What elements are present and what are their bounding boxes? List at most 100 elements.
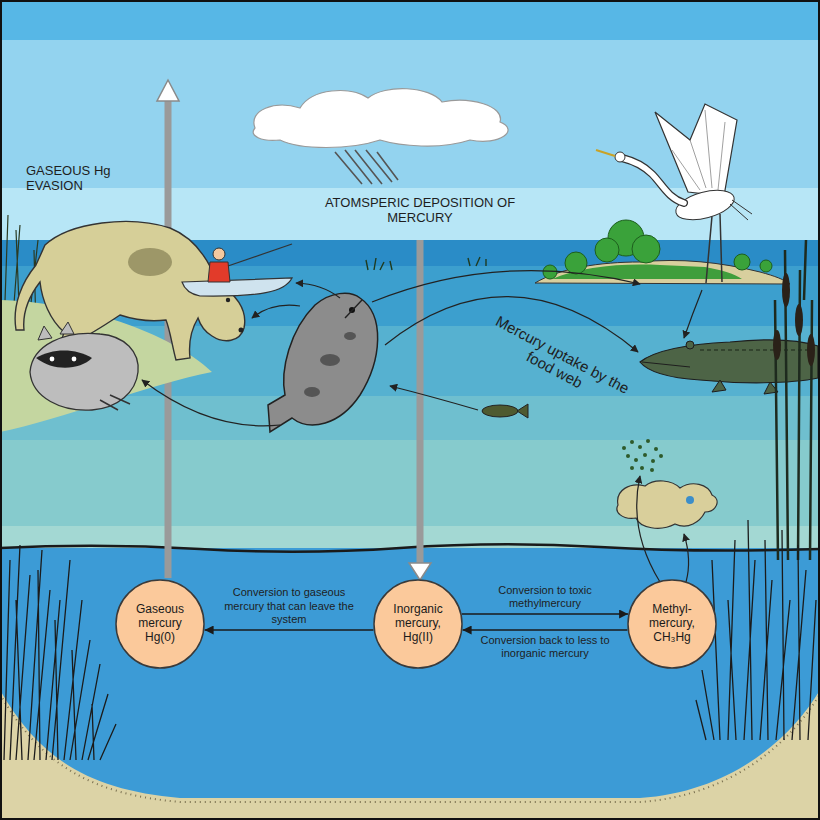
sediment-clump [617, 481, 717, 528]
heron-tail [730, 200, 752, 220]
heron-neck-outline [622, 158, 684, 203]
algae-dot [630, 440, 634, 444]
sediment-blob [617, 481, 717, 528]
deposition-arrow-shaft [417, 240, 424, 564]
bass-spot [304, 387, 320, 397]
mercury-form-circle: Methyl- mercury, CH₃Hg [627, 579, 717, 669]
food-web-arrow [252, 305, 300, 318]
sand [0, 690, 820, 820]
conversion-arrow [205, 629, 374, 630]
bass-mouth [345, 300, 362, 318]
left-reeds [4, 545, 116, 760]
panther-nose [239, 328, 244, 333]
minnow [482, 404, 528, 418]
alligator-scutes [700, 349, 812, 351]
cattails [773, 240, 815, 560]
fishing-rod [228, 244, 292, 266]
bass [268, 293, 378, 432]
raccoon-mask [36, 351, 92, 368]
heron-legs [706, 214, 722, 283]
circle-text-block: Methyl- mercury, CH₃Hg [639, 603, 705, 644]
alligator-mouth [642, 362, 690, 367]
minnow-tail [517, 404, 528, 418]
conversion-arrow [463, 629, 628, 630]
raccoon-eye [50, 357, 55, 362]
raccoon-eye [72, 357, 77, 362]
food-web-arrow [296, 283, 340, 298]
panther-shading [128, 248, 172, 276]
fisherman-shirt [208, 262, 230, 282]
algae-dot [651, 459, 655, 463]
evasion-arrow-shaft [165, 100, 172, 578]
sky [0, 0, 820, 240]
heron-beak [596, 150, 615, 156]
heron [596, 104, 752, 283]
reeds [4, 215, 816, 760]
minnow-body [482, 405, 518, 417]
boat [182, 278, 292, 296]
algae-dot [640, 466, 644, 470]
algae-dot [634, 458, 638, 462]
algae-dot [646, 439, 650, 443]
bush [734, 254, 750, 270]
alligator-eye [686, 341, 694, 349]
circle-fill [628, 580, 716, 668]
bass-spot [320, 354, 340, 366]
algae-dot [622, 446, 626, 450]
conversion-label: Conversion to toxic methylmercury [465, 584, 625, 610]
circle-fill [116, 580, 204, 668]
circle-text-block: Inorganic mercury, Hg(II) [385, 603, 451, 644]
food-web-arrow [637, 476, 660, 582]
food-web-arrow [372, 271, 640, 302]
bass-spot [344, 332, 356, 340]
fisherman-head [213, 248, 225, 260]
mercury-form-circle: Inorganic mercury, Hg(II) [373, 579, 463, 669]
raccoon-stripes [100, 395, 130, 410]
cattail-head [795, 304, 803, 336]
cattail-head [773, 330, 781, 360]
bass-body [268, 293, 378, 432]
lake-water [0, 240, 820, 820]
bush [760, 260, 772, 272]
alligator [640, 340, 818, 394]
algae-dot [626, 454, 630, 458]
tree [543, 265, 557, 279]
mercury-form-name: Inorganic mercury, Hg(II) [385, 603, 451, 644]
mercury-form-name: Gaseous mercury Hg(0) [127, 603, 193, 644]
sediment-water [0, 548, 820, 820]
raccoon [30, 322, 138, 410]
algae-dot [659, 454, 663, 458]
heron-head [615, 152, 625, 162]
raccoon-body [30, 333, 138, 410]
boat-fisherman [182, 244, 292, 296]
alligator-body [640, 340, 818, 383]
heron-feathers [672, 110, 725, 190]
raccoon-ears [38, 322, 74, 340]
algae-dot [630, 466, 634, 470]
evasion-arrow-head [157, 80, 179, 101]
distant-reeds [366, 257, 486, 270]
cloud-shape [253, 89, 508, 148]
tree [632, 235, 660, 263]
panther-eye [226, 298, 230, 302]
food-web-arrow [390, 386, 478, 410]
alligator-legs [712, 380, 778, 394]
deposition-arrow-head [409, 563, 431, 580]
cloud [253, 89, 508, 184]
circle-text-block: Gaseous mercury Hg(0) [127, 603, 193, 644]
algae-dot [638, 445, 642, 449]
sediment-pore [686, 496, 694, 504]
sediment-line [0, 544, 820, 552]
process-heading: GASEOUS Hg EVASION [26, 164, 146, 194]
sky-band [0, 0, 820, 40]
island [366, 220, 790, 284]
mercury-form-name: Methyl- mercury, CH₃Hg [639, 603, 705, 644]
cattail-stems [775, 240, 812, 560]
food-web-arrow [684, 534, 689, 582]
food-web-arrow [142, 380, 280, 426]
water-band [0, 396, 820, 440]
